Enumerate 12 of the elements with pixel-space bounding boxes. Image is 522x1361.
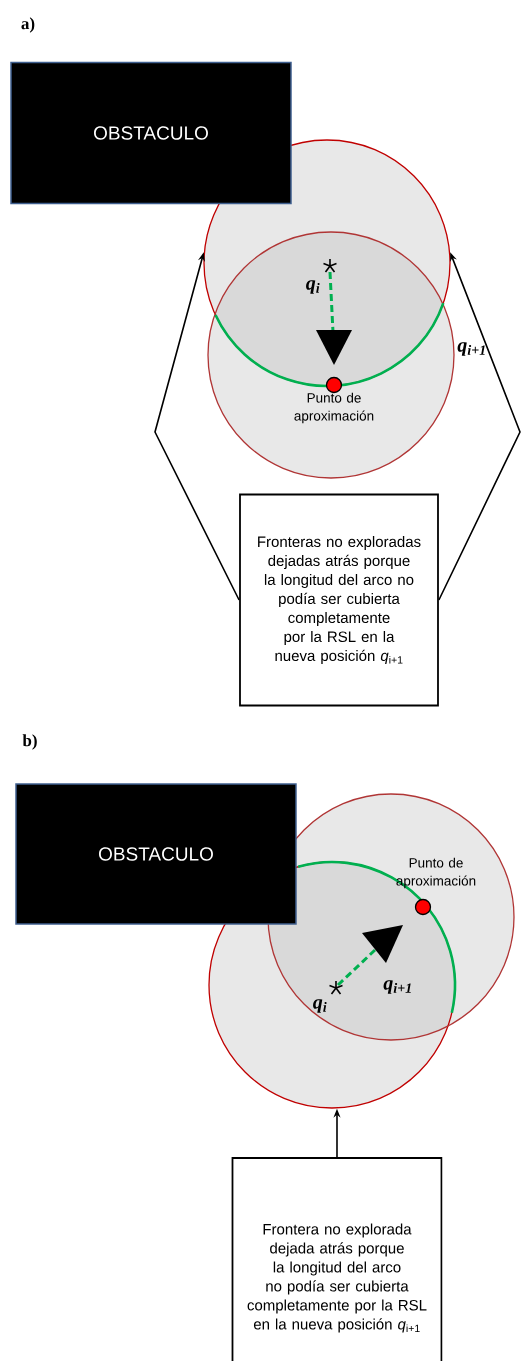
panel-label: a) — [21, 17, 35, 33]
position-label: q$_{i}$ — [306, 280, 320, 294]
callout-box: Frontera no explorada dejada atrás porque la longitud del arco no podía ser cubierta completamente por la RSL en la nueva posición q$_{i+1}$ — [231, 1157, 443, 1361]
point-label: Punto de aproximación — [294, 392, 374, 424]
panel-label: b) — [22, 734, 37, 750]
position-label: q$_{i+1}$ — [383, 980, 411, 994]
range-circle — [207, 231, 455, 479]
obstacle-box: OBSTACULO — [10, 61, 292, 205]
callout-box: Fronteras no exploradas dejadas atrás porque la longitud del arco no podía ser cubierta completamente por la RSL en la nueva posición q$_{i+1}$ — [239, 493, 439, 707]
position-label: q$_{i}$ — [313, 999, 327, 1013]
position-label: q$_{i+1}$ — [457, 342, 485, 356]
obstacle-box: OBSTACULO — [15, 783, 297, 925]
